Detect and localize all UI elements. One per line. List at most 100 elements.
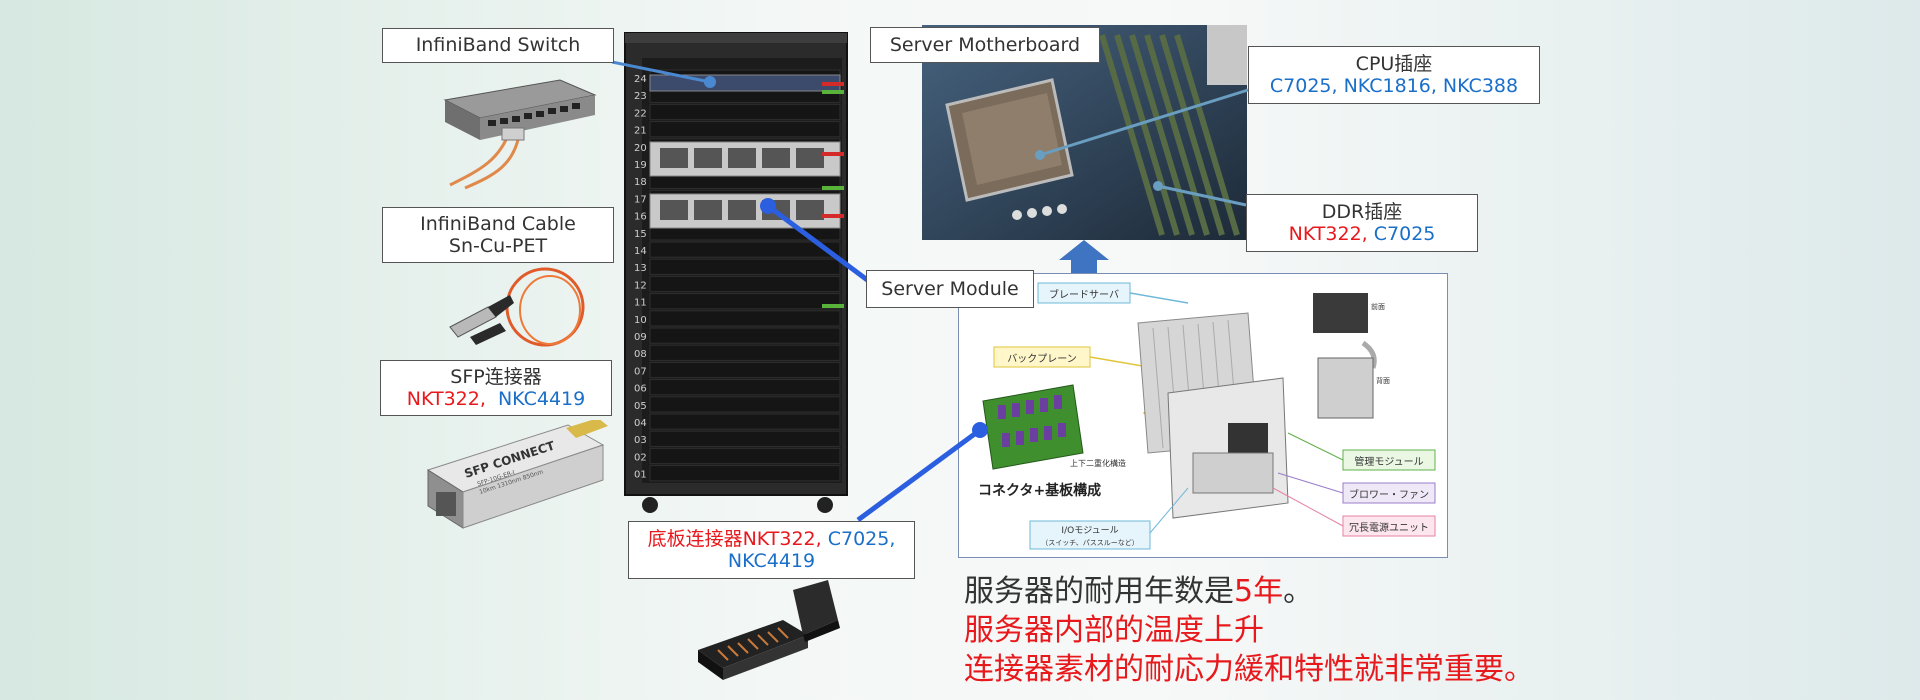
io-module-sub-label: （スイッチ、パススルーなど） [1041,539,1139,547]
switch-pointer-dot [704,76,716,88]
rack-unit-number: 14 [634,246,647,257]
rack-slot [649,103,841,121]
backboard-model-blue1: C7025, [827,528,896,550]
backboard-pointer-line [856,427,982,523]
cpu-socket-label: CPU插座 C7025, NKC1816, NKC388 [1248,46,1540,104]
sfp-connector-label: SFP连接器 NKT322, NKC4419 [380,360,612,416]
rack-unit-number: 06 [634,384,647,395]
ddr-socket-label: DDR插座 NKT322, C7025 [1246,194,1478,252]
rack-slot [649,465,841,482]
infiniband-switch-image [443,79,597,190]
switch-pointer-line [611,60,711,84]
rack-slot [649,327,841,344]
infiniband-cable-label: InfiniBand Cable Sn-Cu-PET [382,207,614,263]
ddr-title: DDR插座 [1321,201,1403,223]
rack-slot [649,293,841,310]
infiniband-cable-text: InfiniBand Cable [420,213,576,235]
infiniband-switch-text: InfiniBand Switch [415,34,581,56]
rack-unit-number: 09 [634,332,647,343]
ddr-model-red: NKT322, [1288,223,1368,245]
rack-unit-number: 19 [634,160,647,171]
rack-unit-number: 08 [634,349,647,360]
rack-unit-number: 13 [634,263,647,274]
rack-unit-number: 11 [634,298,647,309]
sfp-model-red: NKT322, [406,388,486,410]
backboard-model-red: 底板连接器NKT322, [647,528,822,550]
cpu-title: CPU插座 [1355,53,1433,75]
sfp-model-blue: NKC4419 [497,388,586,410]
summary-line-1-highlight: 5年 [1234,574,1284,609]
rack-unit-number: 20 [634,143,647,154]
server-motherboard-label: Server Motherboard [870,27,1100,63]
rack-slot [649,430,841,447]
sfp-title: SFP连接器 [450,366,542,388]
psu-label: 冗長電源ユニット [1349,521,1429,534]
infiniband-switch-label: InfiniBand Switch [382,28,614,63]
rack-unit-number: 16 [634,212,647,223]
ddr-pointer-line [1157,184,1247,207]
connector-board-label: コネクタ+基板構成 [978,482,1101,499]
server-module-text: Server Module [881,278,1019,300]
rack-unit-number: 23 [634,91,647,102]
sfp-module-image: SFP CONNECT SFP-10G-ER-I 10km 1310nm 850… [426,420,608,529]
summary-line-2: 服务器内部的温度上升 [964,613,1264,648]
rack-unit-number: 18 [634,177,647,188]
rack-slot [649,447,841,465]
cpu-pointer-line [1039,88,1249,157]
server-module-pointer-line [766,203,872,285]
rack-slot [649,396,841,413]
rack-slot [649,379,841,396]
rack-slot [649,275,841,293]
cpu-pointer-dot [1035,150,1045,160]
blower-fan-label: ブロワー・ファン [1349,488,1429,501]
rack-unit-number: 02 [634,452,647,463]
summary-line-1-dark: 服务器的耐用年数是 [964,574,1234,609]
rack-unit-number: 10 [634,315,647,326]
rack-slot [649,344,841,361]
duplex-label: 上下二重化構造 [1070,458,1126,468]
infiniband-cable-image [449,267,585,347]
rack-unit-number: 21 [634,126,647,137]
server-rack: 24 23 22 21 20 19 18 17 16 15 14 13 12 11 10 09 08 07 06 05… [624,32,848,513]
summary-line-1-end: 。 [1283,574,1314,609]
rack-slot [649,413,841,430]
summary-line-1: 服务器的耐用年数是5年。 [964,572,1534,611]
blade-server-label: ブレードサーバ [1049,288,1119,301]
ddr-pointer-dot [1153,181,1163,191]
summary-text: 服务器的耐用年数是5年。 服务器内部的温度上升 连接器素材的耐応力緩和特性就非常… [964,572,1534,689]
server-module-pointer-dot [760,198,776,214]
rack-slot [649,121,841,138]
rack-unit-number: 17 [634,194,647,205]
rack-slot [649,258,841,275]
rack-unit-number: 01 [634,470,647,481]
backboard-pointer-dot [972,422,988,438]
rack-unit-number: 04 [634,418,647,429]
ddr-model-blue: C7025 [1373,223,1436,245]
blade-diagram: ブレードサーバ バックプレーン 上下二重化構造 コネクタ+基板構成 前面 背面 … [978,282,1436,550]
rack-unit-number: 22 [634,108,647,119]
rack-slot [649,241,841,258]
rack-unit-number: 24 [634,74,647,85]
management-module-label: 管理モジュール [1354,455,1423,468]
rack-unit-number: 03 [634,435,647,446]
backboard-connector-image [698,580,840,680]
rack-unit-number: 05 [634,401,647,412]
rear-label: 背面 [1376,376,1390,385]
io-module-label: I/Oモジュール [1061,526,1118,536]
server-motherboard-text: Server Motherboard [889,34,1081,56]
front-label: 前面 [1371,302,1385,311]
rack-unit-number: 15 [634,229,647,240]
backboard-connector-label: 底板连接器NKT322, C7025, NKC4419 [628,521,915,579]
rack-unit-number: 07 [634,366,647,377]
rack-slot [649,361,841,379]
up-arrow-icon [1059,240,1109,278]
rack-slot [649,310,841,327]
infiniband-cable-material: Sn-Cu-PET [448,235,548,257]
cpu-models: C7025, NKC1816, NKC388 [1269,75,1519,97]
backplane-label: バックプレーン [1007,353,1077,365]
summary-line-3: 连接器素材的耐応力緩和特性就非常重要。 [964,652,1534,687]
server-module-label: Server Module [866,270,1034,308]
rack-unit-number: 12 [634,280,647,291]
backboard-model-blue2: NKC4419 [727,550,816,572]
